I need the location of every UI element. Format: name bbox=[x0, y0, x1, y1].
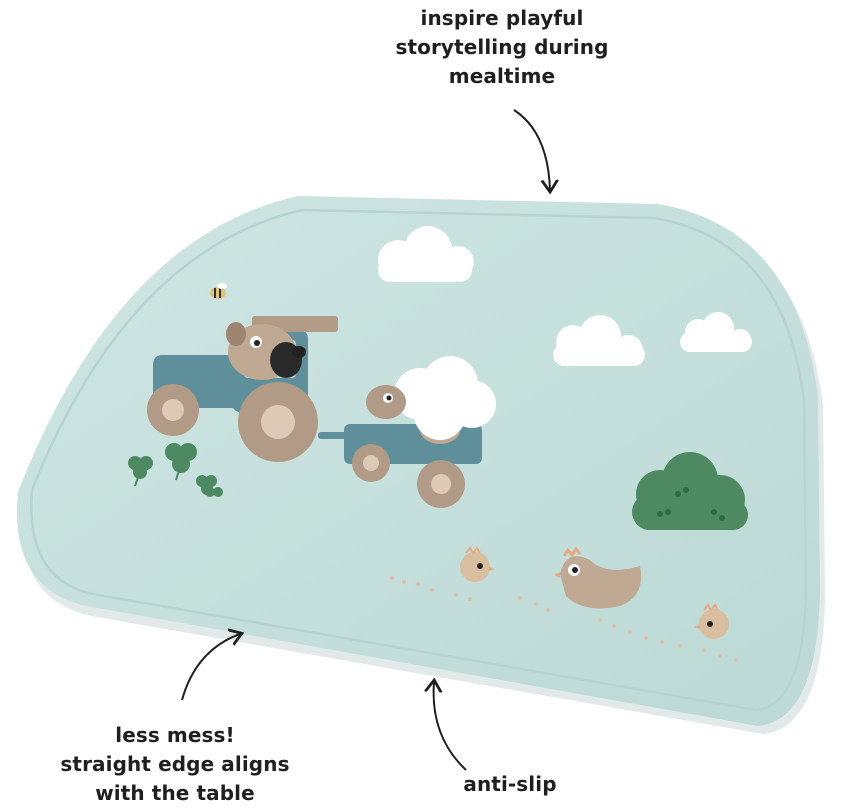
clover-icon bbox=[128, 443, 223, 497]
arrow-to-straight-edge bbox=[181, 634, 240, 701]
bee-icon bbox=[210, 283, 227, 299]
footprints-icon bbox=[390, 576, 738, 662]
caption-storytelling: inspire playful storytelling during meal… bbox=[0, 4, 848, 91]
caption-line: less mess! bbox=[115, 723, 235, 747]
caption-line: storytelling during bbox=[395, 35, 609, 59]
chick-icon bbox=[460, 546, 495, 582]
bush-icon bbox=[632, 452, 748, 530]
cloud-icon bbox=[680, 312, 752, 352]
caption-line: anti-slip bbox=[463, 772, 557, 796]
cloud-icon bbox=[378, 226, 474, 282]
caption-less-mess: less mess! straight edge aligns with the… bbox=[0, 721, 350, 808]
chick-icon bbox=[694, 603, 729, 639]
cloud-icon bbox=[553, 315, 645, 366]
sheep-icon bbox=[366, 356, 496, 444]
dog-icon bbox=[226, 322, 306, 380]
hen-icon bbox=[554, 546, 642, 609]
arrow-to-anti-slip bbox=[434, 682, 467, 771]
arrow-to-illustrations bbox=[513, 109, 550, 190]
caption-line: straight edge aligns bbox=[60, 752, 290, 776]
caption-line: inspire playful bbox=[420, 6, 584, 30]
placemat-rim bbox=[30, 208, 808, 712]
caption-anti-slip: anti-slip bbox=[410, 770, 610, 799]
caption-line: with the table bbox=[95, 781, 255, 805]
caption-line: mealtime bbox=[448, 64, 556, 88]
